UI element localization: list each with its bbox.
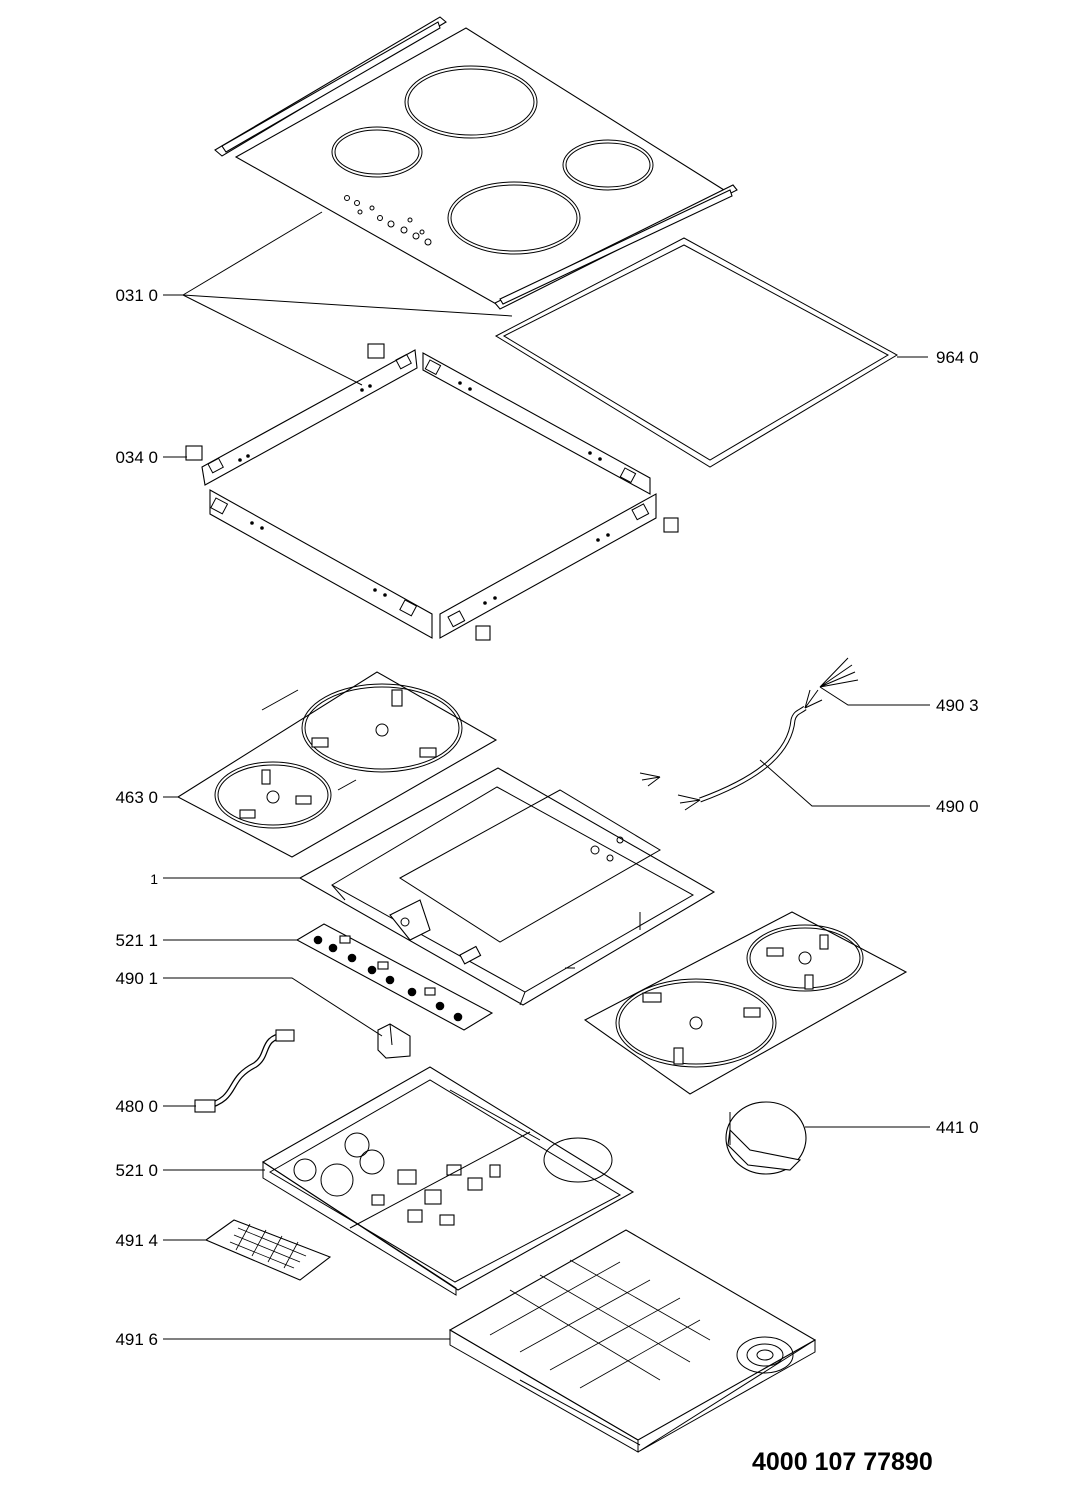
part-support-tray — [298, 767, 716, 1006]
part-seal — [494, 237, 899, 468]
label-480-0: 480 0 — [115, 1097, 158, 1116]
part-glass-top — [214, 16, 738, 310]
part-filter-board — [204, 1219, 332, 1281]
part-ribbon-cable — [194, 1029, 295, 1113]
leader-lines — [163, 211, 930, 1340]
label-490-1: 490 1 — [115, 969, 158, 988]
part-coil-plate-right — [583, 911, 908, 1095]
label-441-0: 441 0 — [936, 1118, 979, 1137]
label-521-1: 521 1 — [115, 931, 158, 950]
label-463-0: 463 0 — [115, 788, 158, 807]
part-frame — [185, 343, 679, 641]
label-490-3: 490 3 — [936, 696, 979, 715]
label-034-0: 034 0 — [115, 448, 158, 467]
callout-labels: 031 0 964 0 034 0 490 3 463 0 490 0 1 52… — [115, 286, 978, 1349]
part-power-board — [261, 1066, 635, 1296]
label-1: 1 — [150, 871, 158, 887]
part-wires — [639, 657, 859, 811]
label-964-0: 964 0 — [936, 348, 979, 367]
part-bottom-housing — [448, 1229, 817, 1453]
label-521-0: 521 0 — [115, 1161, 158, 1180]
label-031-0: 031 0 — [115, 286, 158, 305]
part-control-board — [295, 923, 494, 1031]
label-491-6: 491 6 — [115, 1330, 158, 1349]
label-490-0: 490 0 — [936, 797, 979, 816]
label-491-4: 491 4 — [115, 1231, 158, 1250]
part-fan — [725, 1101, 807, 1175]
part-coil-plate-left — [176, 671, 498, 858]
part-clip — [377, 1023, 411, 1059]
document-number: 4000 107 77890 — [752, 1448, 933, 1476]
